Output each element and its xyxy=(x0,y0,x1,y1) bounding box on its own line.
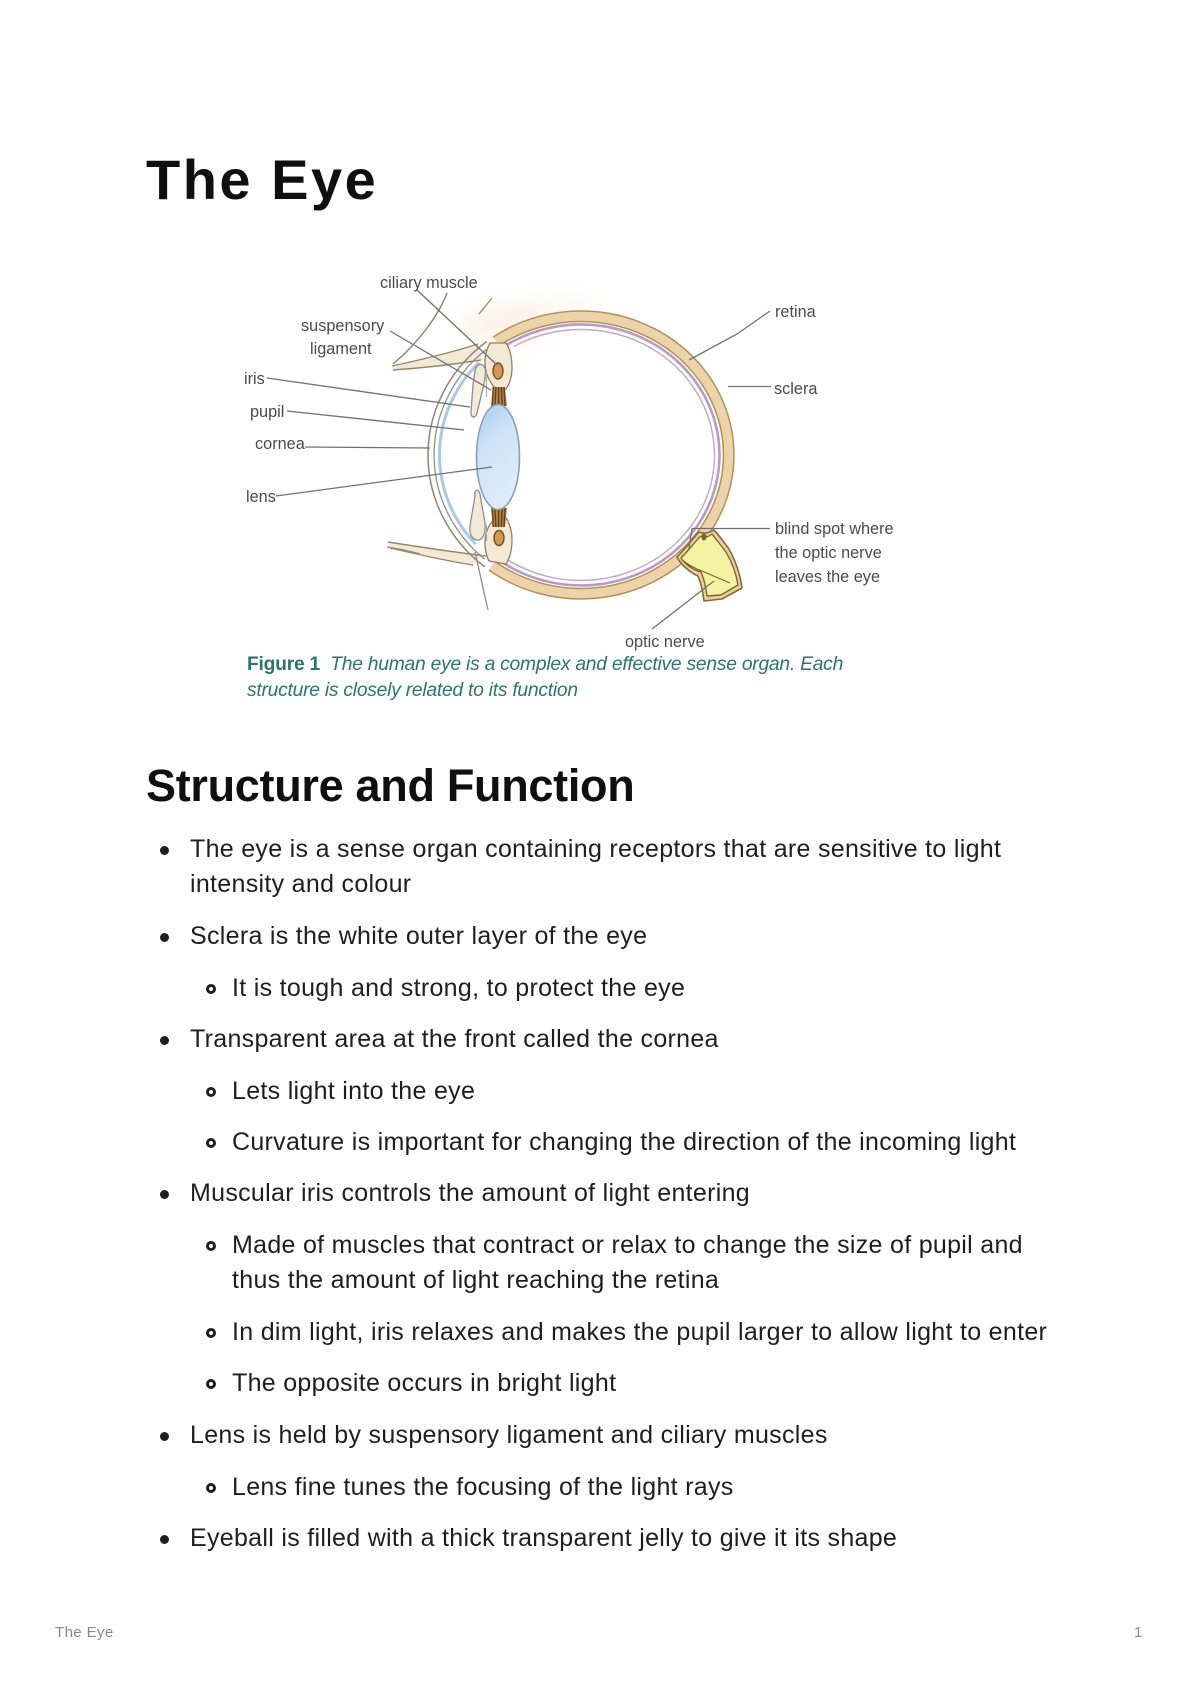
svg-text:cornea: cornea xyxy=(255,435,306,453)
svg-text:ciliary muscle: ciliary muscle xyxy=(380,274,478,292)
svg-text:ligament: ligament xyxy=(310,340,372,358)
svg-text:pupil: pupil xyxy=(250,403,284,421)
svg-text:iris: iris xyxy=(244,370,265,388)
svg-text:suspensory: suspensory xyxy=(301,317,385,335)
svg-text:sclera: sclera xyxy=(774,380,818,398)
svg-text:optic nerve: optic nerve xyxy=(625,633,705,651)
svg-text:lens: lens xyxy=(246,488,276,506)
svg-text:retina: retina xyxy=(775,303,817,321)
svg-text:blind spot where: blind spot where xyxy=(775,520,894,538)
svg-text:leaves the eye: leaves the eye xyxy=(775,568,880,586)
svg-text:the optic nerve: the optic nerve xyxy=(775,544,882,562)
